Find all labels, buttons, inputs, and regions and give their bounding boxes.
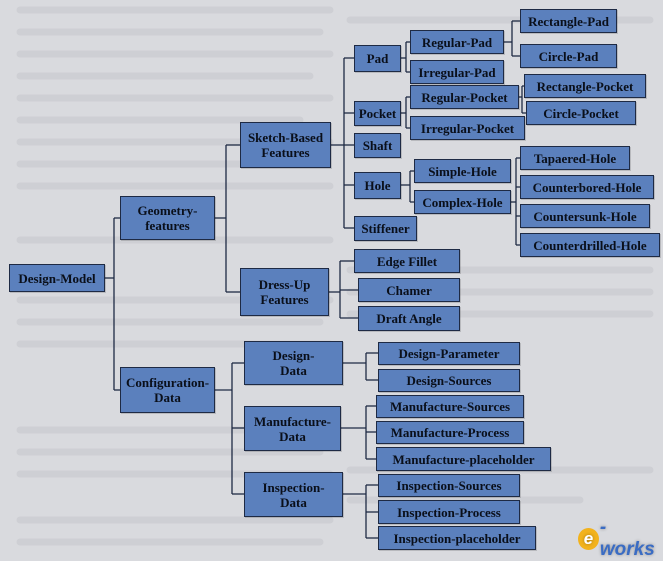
node-irregular-pocket: Irregular-Pocket — [410, 116, 525, 140]
node-circle-pocket: Circle-Pocket — [526, 101, 636, 125]
node-regular-pocket: Regular-Pocket — [410, 85, 519, 109]
node-simple-hole: Simple-Hole — [414, 159, 511, 183]
node-design-data: Design- Data — [244, 341, 343, 385]
node-dress-up-features: Dress-Up Features — [240, 268, 329, 316]
node-manufacture-sources: Manufacture-Sources — [376, 395, 524, 418]
node-stiffener: Stiffener — [354, 216, 417, 241]
node-manufacture-placeholder: Manufacture-placeholder — [376, 447, 551, 471]
node-draft-angle: Draft Angle — [358, 306, 460, 331]
eworks-logo-mark: e — [578, 528, 599, 550]
node-design-sources: Design-Sources — [378, 369, 520, 392]
node-circle-pad: Circle-Pad — [520, 44, 617, 68]
node-inspection-process: Inspection-Process — [378, 500, 520, 524]
node-design-model: Design-Model — [9, 264, 105, 292]
node-inspection-sources: Inspection-Sources — [378, 474, 520, 497]
node-rectangle-pocket: Rectangle-Pocket — [524, 74, 646, 98]
eworks-logo: e-works — [578, 517, 658, 560]
node-rectangle-pad: Rectangle-Pad — [520, 9, 617, 33]
node-inspection-data: Inspection- Data — [244, 472, 343, 517]
node-pad: Pad — [354, 45, 401, 72]
node-edge-fillet: Edge Fillet — [354, 249, 460, 273]
node-chamer: Chamer — [358, 278, 460, 302]
node-design-parameter: Design-Parameter — [378, 342, 520, 365]
node-hole: Hole — [354, 172, 401, 199]
node-geometry-features: Geometry- features — [120, 196, 215, 240]
node-inspection-placeholder: Inspection-placeholder — [378, 526, 536, 550]
node-manufacture-process: Manufacture-Process — [376, 421, 524, 444]
node-tapered-hole: Tapaered-Hole — [520, 146, 630, 170]
node-shaft: Shaft — [354, 133, 401, 158]
node-counterdrilled-hole: Counterdrilled-Hole — [520, 233, 660, 257]
node-irregular-pad: Irregular-Pad — [410, 60, 504, 84]
node-regular-pad: Regular-Pad — [410, 30, 504, 54]
node-countersunk-hole: Countersunk-Hole — [520, 204, 650, 228]
eworks-logo-text: -works — [599, 517, 655, 560]
node-pocket: Pocket — [354, 101, 401, 126]
node-sketch-based-features: Sketch-Based Features — [240, 122, 331, 168]
node-complex-hole: Complex-Hole — [414, 190, 511, 214]
node-configuration-data: Configuration- Data — [120, 367, 215, 413]
node-counterbored-hole: Counterbored-Hole — [520, 175, 654, 199]
node-manufacture-data: Manufacture- Data — [244, 406, 341, 451]
